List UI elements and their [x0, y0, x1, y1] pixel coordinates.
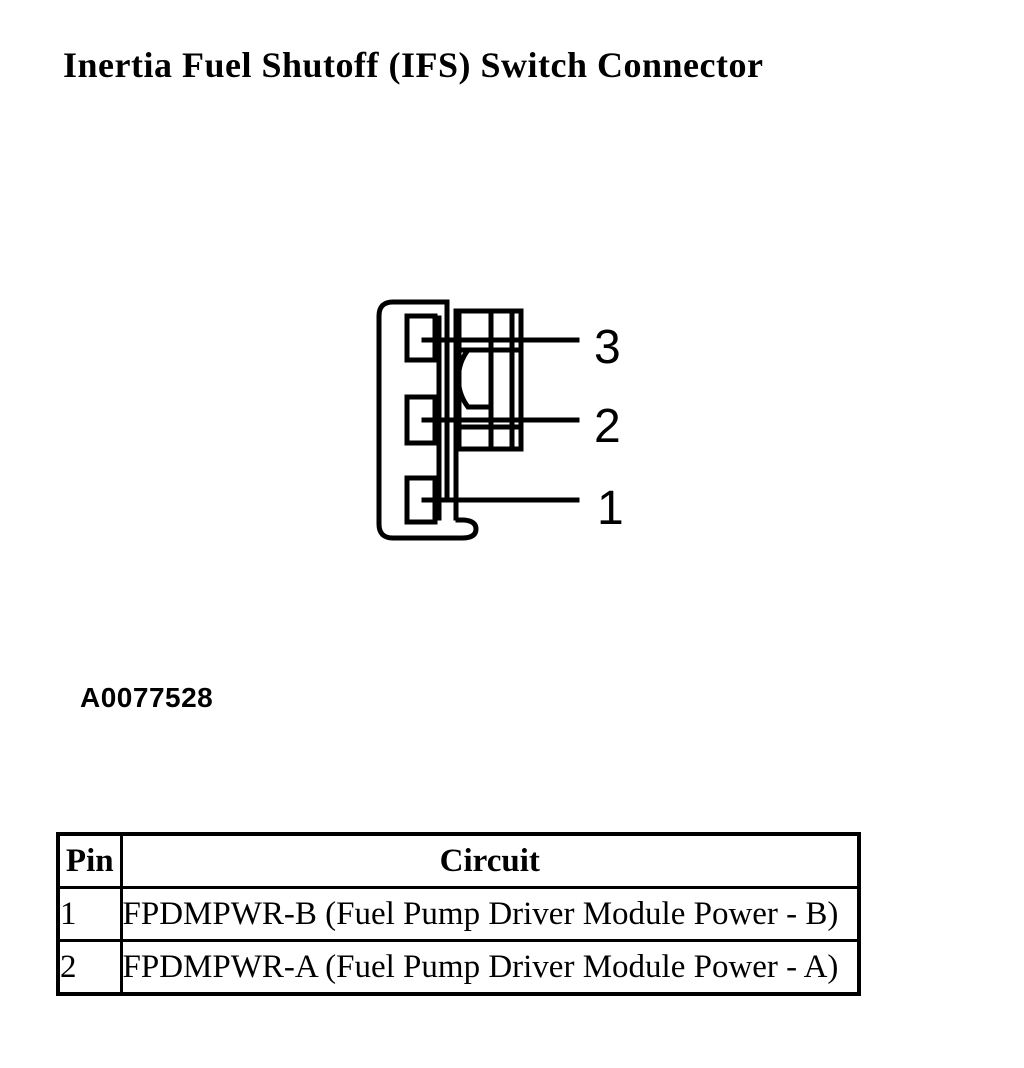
housing-outline: [376, 299, 479, 541]
circuit-column-header: Circuit: [119, 832, 861, 889]
table-header-row: Pin Circuit: [56, 832, 861, 889]
figure-id: A0077528: [80, 682, 214, 713]
pin-number-label-2: 2: [594, 400, 621, 453]
pin-column-header: Pin: [56, 832, 123, 889]
circuit-cell: FPDMPWR-B (Fuel Pump Driver Module Power…: [119, 886, 861, 942]
pinout-table: Pin Circuit 1 FPDMPWR-B (Fuel Pump Drive…: [56, 832, 861, 996]
circuit-cell: FPDMPWR-A (Fuel Pump Driver Module Power…: [119, 939, 861, 996]
pin-number-label-1: 1: [597, 482, 624, 535]
pin-cell: 2: [56, 939, 123, 996]
connector-diagram: [376, 299, 580, 541]
pin-cell: 1: [56, 886, 123, 942]
lock-tab-profile: [455, 347, 493, 410]
table-row: 2 FPDMPWR-A (Fuel Pump Driver Module Pow…: [56, 939, 861, 996]
page-title: Inertia Fuel Shutoff (IFS) Switch Connec…: [63, 45, 764, 85]
table-row: 1 FPDMPWR-B (Fuel Pump Driver Module Pow…: [56, 886, 861, 942]
pin-number-label-3: 3: [594, 321, 621, 374]
